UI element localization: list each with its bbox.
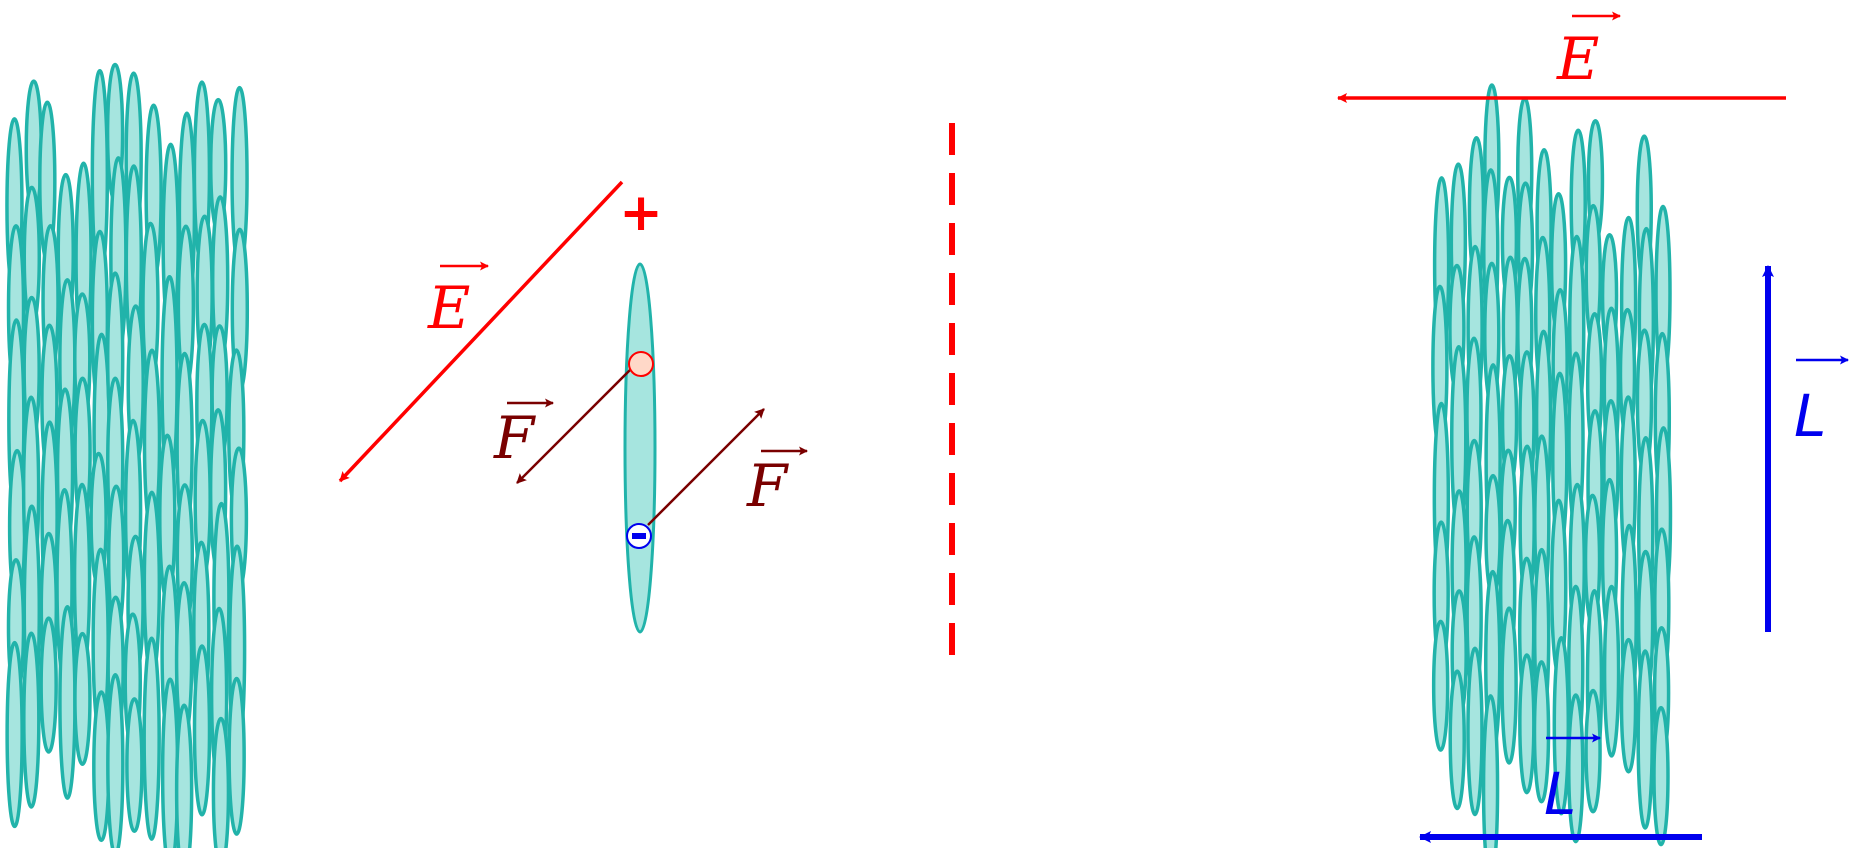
molecule: [1638, 651, 1652, 828]
force-symbol-top: F: [493, 404, 536, 472]
angular-momentum-label-right: L: [1794, 360, 1848, 450]
electric-field-label-left: E: [427, 266, 488, 342]
molecule-cluster-right: [1433, 85, 1671, 848]
molecule: [75, 634, 90, 765]
molecule: [7, 643, 22, 827]
molecule: [1520, 655, 1534, 793]
force-label-bottom: F: [746, 451, 807, 520]
electric-field-symbol-right: E: [1556, 25, 1599, 93]
molecule: [195, 646, 210, 815]
molecule: [1468, 648, 1482, 814]
negative-charge-minus: [632, 533, 646, 539]
molecule: [1484, 696, 1498, 848]
molecule: [1450, 671, 1464, 808]
angular-momentum-symbol-bottom: L: [1544, 760, 1576, 828]
electric-field-arrow-left: [340, 182, 622, 481]
single-molecule: +: [517, 183, 764, 632]
molecule: [144, 638, 159, 839]
molecule: [108, 675, 123, 848]
electric-field-label-right: E: [1556, 16, 1620, 93]
force-arrow-top: [517, 368, 632, 483]
force-symbol-bottom: F: [746, 452, 789, 520]
molecule-body: [625, 264, 655, 632]
plus-sign: +: [619, 183, 663, 243]
molecule: [1622, 640, 1636, 772]
positive-charge: [629, 352, 653, 376]
molecule: [1605, 587, 1619, 756]
angular-momentum-symbol-right: L: [1794, 382, 1826, 450]
molecule: [1586, 691, 1600, 812]
molecule-cluster-left: [7, 64, 247, 848]
molecule: [177, 705, 192, 848]
force-label-top: F: [493, 403, 553, 472]
molecule: [213, 719, 228, 848]
electric-field-symbol-left: E: [427, 274, 470, 342]
molecule: [60, 607, 75, 798]
molecule: [127, 699, 142, 831]
molecule: [24, 633, 39, 807]
molecule: [41, 618, 56, 752]
molecule: [229, 678, 244, 834]
molecule: [1502, 608, 1516, 763]
molecule: [1654, 708, 1668, 845]
molecule: [1434, 621, 1448, 750]
